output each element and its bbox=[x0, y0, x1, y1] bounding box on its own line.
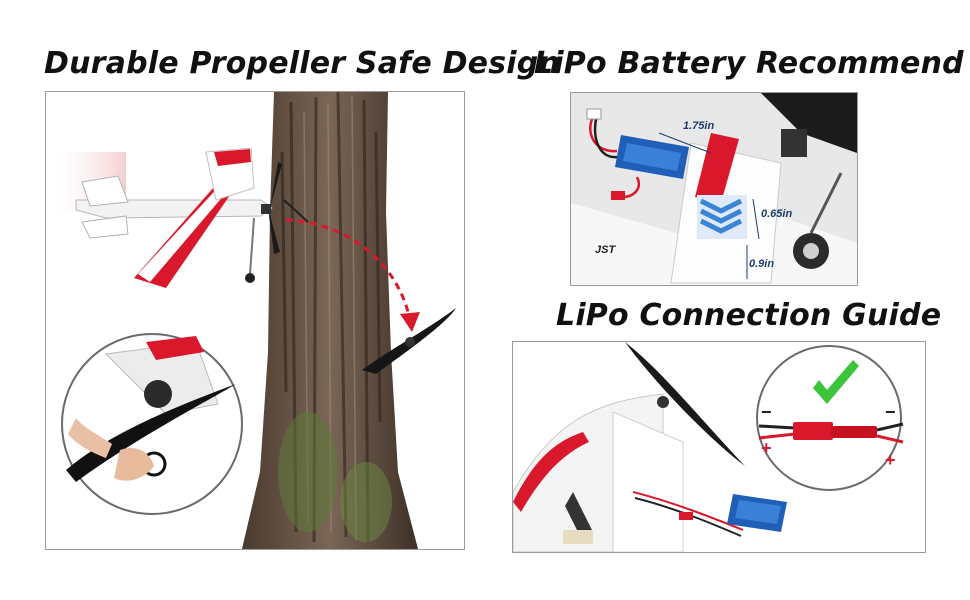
propeller bbox=[625, 342, 745, 466]
minus-right: − bbox=[885, 402, 896, 422]
battery-title: LiPo Battery Recommend bbox=[534, 46, 964, 81]
check-icon bbox=[813, 360, 859, 404]
plus-left: + bbox=[761, 438, 772, 458]
plus-right: + bbox=[885, 450, 896, 470]
propeller-detail-inset bbox=[61, 333, 243, 515]
fallen-propeller bbox=[362, 308, 456, 374]
propeller-illustration bbox=[46, 92, 456, 549]
tree-trunk bbox=[242, 92, 418, 549]
battery-height-label: 0.9in bbox=[749, 258, 774, 270]
battery-illustration: 1.75in 0.65in 0.9in JST bbox=[571, 93, 857, 285]
battery-chevrons bbox=[697, 195, 747, 239]
airplane bbox=[46, 147, 309, 288]
lipo-battery bbox=[727, 494, 787, 532]
connection-panel: − + − + bbox=[512, 341, 926, 553]
connection-title: LiPo Connection Guide bbox=[556, 298, 942, 333]
propeller-title: Durable Propeller Safe Design bbox=[44, 46, 561, 81]
battery-length-label: 1.75in bbox=[683, 120, 714, 132]
battery-width-label: 0.65in bbox=[761, 208, 792, 220]
wire-connection bbox=[632, 491, 744, 537]
propeller-panel bbox=[45, 91, 465, 550]
connection-illustration: − + − + bbox=[513, 342, 904, 552]
battery-panel: 1.75in 0.65in 0.9in JST bbox=[570, 92, 858, 286]
minus-left: − bbox=[761, 402, 772, 422]
connector-detail-inset: − + − + bbox=[756, 345, 904, 491]
connector-label: JST bbox=[595, 244, 616, 256]
drop-arrow bbox=[285, 218, 412, 321]
plane-fuselage bbox=[513, 393, 684, 552]
lipo-battery bbox=[586, 108, 689, 200]
